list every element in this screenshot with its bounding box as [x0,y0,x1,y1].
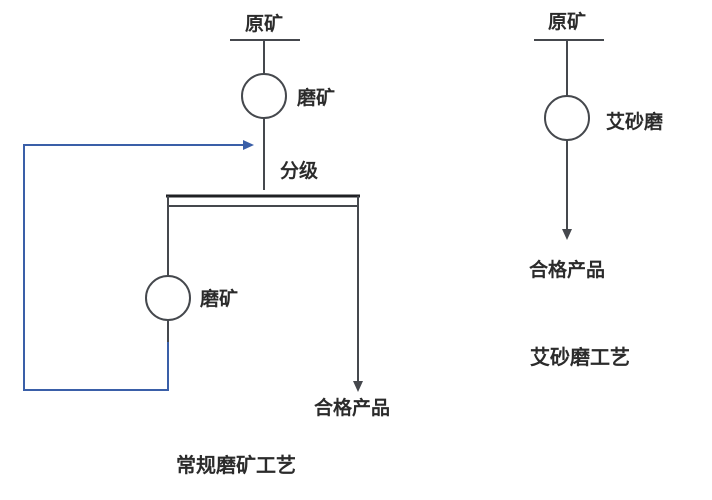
regrind-mill-circle [145,275,191,321]
isamill-label: 艾砂磨 [606,110,663,133]
isamill-feed-label: 原矿 [548,10,586,33]
isamill-caption: 艾砂磨工艺 [530,345,630,369]
product-arrowhead [353,381,363,392]
isamill-product-label: 合格产品 [529,258,605,281]
regrind-mill-label: 磨矿 [199,287,238,310]
conventional-process: 原矿 磨矿 分级 磨矿 合格产 [23,12,390,477]
recycle-loop-line [23,144,246,391]
conventional-product-label: 合格产品 [314,396,390,419]
recycle-arrowhead [243,140,254,150]
primary-mill-circle [241,73,287,119]
classify-label: 分级 [280,159,318,182]
isamill-product-arrowhead [562,229,572,240]
isamill-process: 原矿 艾砂磨 合格产品 艾砂磨工艺 [529,10,663,369]
conventional-caption: 常规磨矿工艺 [176,453,296,477]
isamill-circle [544,95,590,141]
primary-mill-label: 磨矿 [296,86,335,109]
conventional-feed-label: 原矿 [245,12,283,35]
